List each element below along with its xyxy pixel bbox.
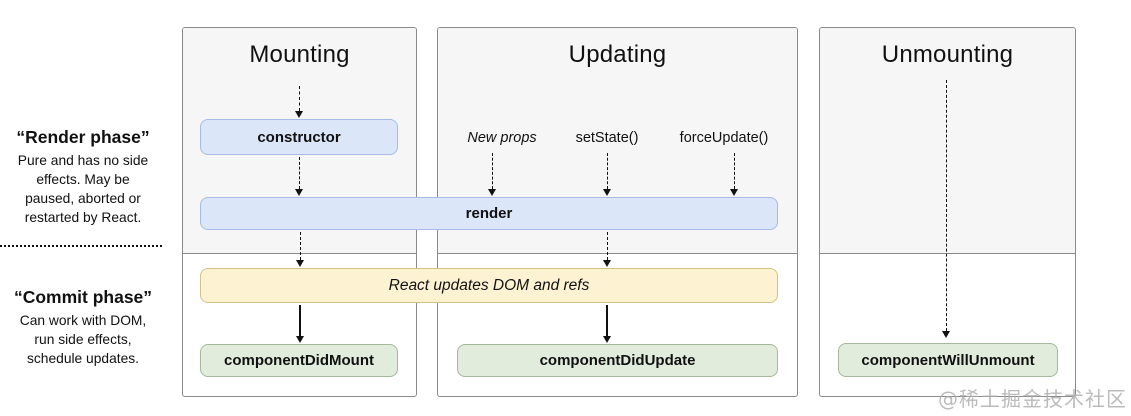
arrow-shaft xyxy=(299,305,301,336)
arrow-shaft xyxy=(299,232,301,260)
render-phase-desc-line: Pure and has no side xyxy=(17,153,149,168)
component-will-unmount-box: componentWillUnmount xyxy=(838,343,1058,377)
arrow-shaft xyxy=(298,86,300,111)
commit-phase-title: “Commit phase” xyxy=(13,287,153,307)
arrow-shaft xyxy=(733,153,735,189)
arrow-shaft xyxy=(606,232,608,260)
arrow-set-state-to-render xyxy=(602,153,612,196)
arrow-render-to-dom-updating xyxy=(602,232,612,267)
panel-title-mounting: Mounting xyxy=(249,41,350,68)
arrow-head-icon xyxy=(730,189,738,196)
arrow-head-icon xyxy=(488,189,496,196)
render-box: render xyxy=(200,197,778,230)
arrow-head-icon xyxy=(295,111,303,118)
dom-update-box: React updates DOM and refs xyxy=(200,268,778,303)
render-phase-desc-line: effects. May be xyxy=(36,172,130,187)
arrow-head-icon xyxy=(603,336,611,343)
commit-phase-desc-line: Can work with DOM, xyxy=(19,313,147,328)
arrow-shaft xyxy=(606,305,608,336)
arrow-shaft xyxy=(491,153,493,189)
panel-title-unmounting: Unmounting xyxy=(881,41,1014,68)
arrow-head-icon xyxy=(296,260,304,267)
phase-legend: “Render phase” Pure and has no side effe… xyxy=(0,0,166,416)
trigger-set-state: setState() xyxy=(575,130,639,146)
arrow-head-icon xyxy=(296,336,304,343)
render-phase-desc-line: paused, aborted or xyxy=(25,191,141,206)
arrow-new-props-to-render xyxy=(487,153,497,196)
arrow-head-icon xyxy=(295,189,303,196)
constructor-box: constructor xyxy=(200,119,398,155)
arrow-mounting-to-constructor xyxy=(294,86,304,118)
phase-divider-dotted-line xyxy=(0,245,162,247)
panel-title-updating: Updating xyxy=(568,41,667,68)
arrow-head-icon xyxy=(603,189,611,196)
render-phase-desc-line: restarted by React. xyxy=(24,210,142,225)
arrow-dom-to-did-mount xyxy=(295,305,305,343)
render-phase-title: “Render phase” xyxy=(16,127,150,147)
commit-phase-desc-line: run side effects, xyxy=(34,332,132,347)
component-did-mount-box: componentDidMount xyxy=(200,344,398,377)
trigger-new-props: New props xyxy=(467,130,537,146)
component-did-update-box: componentDidUpdate xyxy=(457,344,778,377)
watermark: @稀土掘金技术社区 xyxy=(938,387,1127,411)
commit-phase-desc-line: schedule updates. xyxy=(27,351,139,366)
arrow-head-icon xyxy=(603,260,611,267)
arrow-shaft xyxy=(945,80,947,331)
arrow-constructor-to-render xyxy=(294,157,304,196)
arrow-head-icon xyxy=(942,331,950,338)
unmounting-render-zone xyxy=(820,28,1075,254)
arrow-force-update-to-render xyxy=(729,153,739,196)
trigger-force-update: forceUpdate() xyxy=(679,130,769,146)
arrow-shaft xyxy=(606,153,608,189)
arrow-render-to-dom-mounting xyxy=(295,232,305,267)
arrow-dom-to-did-update xyxy=(602,305,612,343)
arrow-shaft xyxy=(298,157,300,189)
arrow-unmounting-to-will-unmount xyxy=(941,80,951,338)
